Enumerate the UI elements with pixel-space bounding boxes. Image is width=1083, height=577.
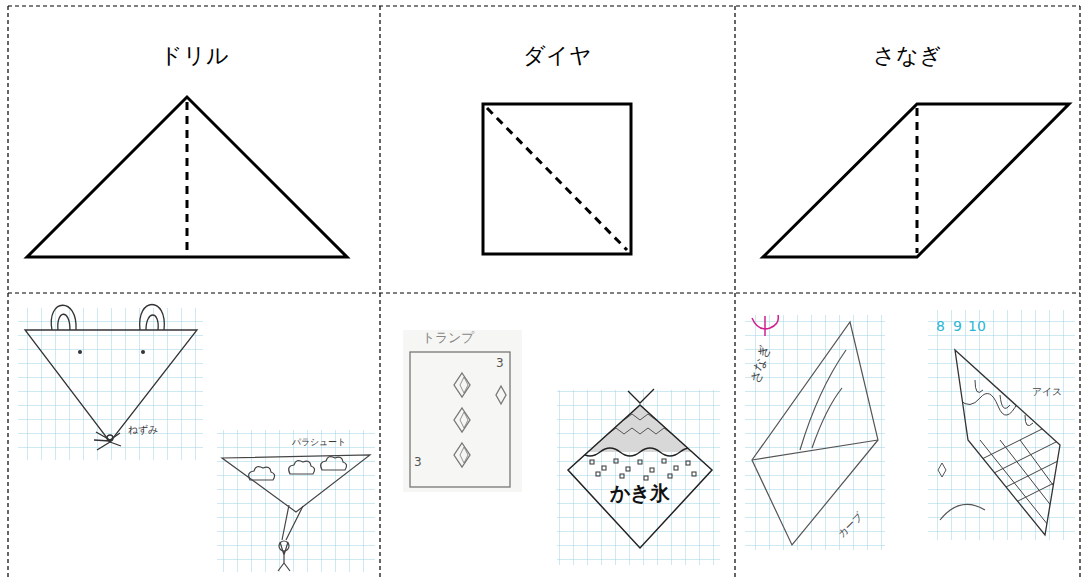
mouse-sketch [18,305,203,461]
sketch-label: パラシュート [292,437,346,447]
ice-cream-sketch [928,310,1075,540]
cell-panel: ドリル [8,6,380,293]
sketch-label: 8 [936,318,945,334]
sketch-label: 10 [968,318,986,334]
sketch-label: 3 [414,456,422,470]
square-figure [483,104,631,254]
parallelogram-figure [763,104,1069,257]
shaved-ice-sketch [557,389,720,565]
triangle-figure [27,97,347,257]
sketch-label: トランプ [422,331,474,346]
cell-heading: ドリル [160,43,229,69]
sketch-label: ねずみ [128,424,158,436]
chrysalis-sketch [745,315,885,550]
sketch-label: 9 [953,318,962,334]
dashed-grid [8,6,1080,577]
cell-panel: ダイヤ [380,6,735,293]
card-sketch [403,330,522,492]
cell-panel: さなぎ [735,6,1080,293]
cell-heading: ダイヤ [523,43,592,69]
sketch-label: かき氷 [610,482,670,505]
parachute-sketch [217,430,375,572]
sketch-label: 3 [496,357,504,371]
cell-heading: さなぎ [873,43,942,69]
sketch-label: アイス [1032,386,1062,398]
